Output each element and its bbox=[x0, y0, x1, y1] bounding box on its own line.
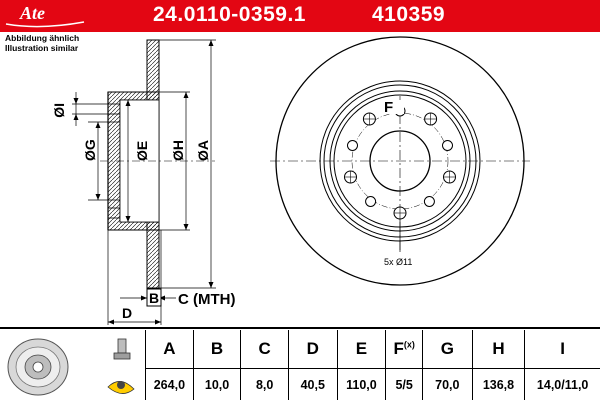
caption-english: Illustration similar bbox=[5, 43, 79, 53]
bolt-note: 5x Ø11 bbox=[384, 257, 412, 267]
dim-label-i: ØI bbox=[51, 103, 67, 118]
dim-label-f: F bbox=[384, 99, 393, 116]
dim-label-a: ØA bbox=[195, 140, 211, 161]
spec-value-d: 40,5 bbox=[287, 368, 338, 400]
spec-value-i: 14,0/11,0 bbox=[524, 368, 600, 400]
spec-header-f-suffix: (x) bbox=[403, 339, 415, 350]
spec-header-a: A bbox=[145, 330, 194, 369]
header-bar bbox=[0, 0, 600, 32]
spec-header-i: I bbox=[524, 330, 600, 369]
brand-logo-text: Ate bbox=[19, 3, 45, 23]
product-thumbnail bbox=[0, 329, 145, 401]
spec-header-d: D bbox=[287, 330, 338, 369]
brand-logo: Ate bbox=[0, 0, 90, 32]
spec-header-h: H bbox=[471, 330, 525, 369]
spec-header-g: G bbox=[422, 330, 473, 369]
caption-german: Abbildung ähnlich bbox=[5, 33, 80, 43]
dim-label-d: D bbox=[122, 305, 132, 321]
spec-header-e: E bbox=[336, 330, 386, 369]
spec-value-g: 70,0 bbox=[422, 368, 473, 400]
part-number: 24.0110-0359.1 bbox=[153, 3, 306, 26]
spec-value-e: 110,0 bbox=[336, 368, 386, 400]
dim-label-h: ØH bbox=[170, 140, 186, 161]
dim-label-c: C (MTH) bbox=[178, 291, 235, 308]
spec-value-f: 5/5 bbox=[385, 368, 423, 400]
dim-label-e: ØE bbox=[134, 141, 150, 161]
dim-label-g: ØG bbox=[82, 139, 98, 161]
spec-value-h: 136,8 bbox=[471, 368, 525, 400]
spec-table: A B C D E F(x) G H I 264,0 10,0 8,0 40,5… bbox=[145, 330, 600, 400]
side-section: ØI ØG ØE ØH ØA bbox=[51, 39, 216, 325]
spec-header-b: B bbox=[192, 330, 241, 369]
front-view bbox=[270, 36, 530, 286]
spec-value-c: 8,0 bbox=[240, 368, 289, 400]
spec-value-b: 10,0 bbox=[192, 368, 241, 400]
dim-label-b: B bbox=[149, 290, 159, 306]
spec-header-f: F(x) bbox=[385, 330, 423, 369]
spec-value-a: 264,0 bbox=[145, 368, 194, 400]
short-number: 410359 bbox=[372, 3, 446, 26]
technical-drawing: ØI ØG ØE ØH ØA bbox=[51, 36, 530, 325]
spec-header-c: C bbox=[240, 330, 289, 369]
specs-band: A B C D E F(x) G H I 264,0 10,0 8,0 40,5… bbox=[0, 327, 600, 402]
spec-header-f-letter: F bbox=[393, 339, 404, 358]
